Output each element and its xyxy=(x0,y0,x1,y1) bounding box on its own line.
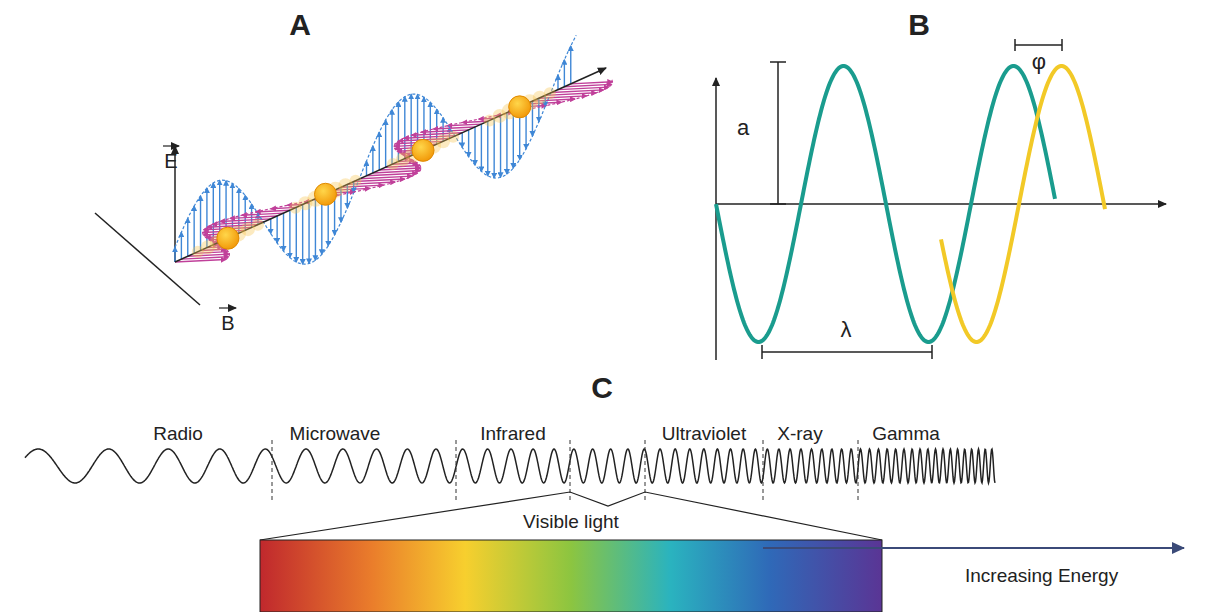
b-field-arrow xyxy=(379,168,421,170)
e-field-arrow xyxy=(474,127,475,165)
b-field-arrow xyxy=(175,259,226,262)
e-field-arrow xyxy=(270,219,271,234)
band-label: Infrared xyxy=(480,424,545,445)
b-field-arrow xyxy=(360,176,412,179)
visible-light-label: Visible light xyxy=(523,512,619,533)
e-field-arrow xyxy=(385,120,386,167)
energy-label: Increasing Energy xyxy=(965,566,1118,587)
e-field-arrow xyxy=(296,207,297,262)
panel-label: B xyxy=(908,8,930,41)
e-field-arrow xyxy=(308,202,309,264)
e-field-arrow xyxy=(366,161,367,176)
e-field-arrow xyxy=(289,210,290,257)
e-envelope xyxy=(175,35,576,264)
bracket xyxy=(762,39,1062,359)
phase-label: φ xyxy=(1032,50,1046,74)
e-field-arrow xyxy=(315,199,316,260)
e-field-arrow xyxy=(187,218,188,256)
photon xyxy=(217,227,239,249)
e-field-arrow xyxy=(372,146,373,173)
axis-label: B xyxy=(221,312,234,334)
panel-label: A xyxy=(289,8,311,41)
zoom-lines xyxy=(260,492,882,540)
e-field-arrow xyxy=(557,75,558,90)
e-field-arrow xyxy=(276,216,277,243)
e-field-arrow xyxy=(468,130,469,157)
e-field-arrow xyxy=(193,206,194,253)
photon-balls xyxy=(192,87,556,257)
e-field-arrow xyxy=(410,94,411,155)
e-field-arrow xyxy=(462,133,463,148)
wave-yellow xyxy=(941,66,1105,342)
b-field-arrow xyxy=(552,90,604,93)
band-label: Microwave xyxy=(290,424,381,445)
panel-label: C xyxy=(591,371,613,404)
e-field-arrow xyxy=(302,205,303,265)
band-label: Gamma xyxy=(872,424,940,445)
band-label: Ultraviolet xyxy=(662,424,746,445)
e-field-arrow xyxy=(379,132,380,170)
e-field-arrow xyxy=(404,97,405,159)
axis-label: E xyxy=(164,150,177,172)
e-field-arrow xyxy=(493,118,494,178)
e-field-arrow xyxy=(391,110,392,165)
e-field-arrow xyxy=(213,183,214,245)
photon-trail xyxy=(350,175,362,187)
e-field-arrow xyxy=(500,115,501,177)
band-dividers xyxy=(272,440,858,500)
e-field-arrow xyxy=(487,121,488,176)
e-field-arrow xyxy=(283,213,284,251)
e-field-arrow xyxy=(506,113,507,174)
band-label: X-ray xyxy=(777,424,822,445)
photon xyxy=(314,183,336,205)
photon xyxy=(412,139,434,161)
b-field-arrow xyxy=(421,130,468,132)
visible-spectrum xyxy=(260,540,882,612)
wave-teal xyxy=(716,66,1055,342)
b-field-arrow xyxy=(181,257,228,259)
photon xyxy=(509,96,531,118)
e-field-arrow xyxy=(181,232,182,259)
photon-trail xyxy=(544,87,556,99)
e-field-arrow xyxy=(570,46,571,84)
e-field-arrow xyxy=(200,196,201,251)
e-field-arrow xyxy=(564,60,565,87)
b-field-arrow xyxy=(564,84,611,86)
amplitude-label: a xyxy=(737,116,749,140)
e-field-arrow xyxy=(206,188,207,248)
e-field-arrow xyxy=(481,124,482,171)
photon-trail xyxy=(252,219,264,231)
energy-line xyxy=(130,547,426,549)
em-wave xyxy=(175,35,612,264)
b-field-arrow xyxy=(558,87,609,90)
wavelength-label: λ xyxy=(841,318,852,342)
b-field-arrow xyxy=(571,82,613,84)
band-label: Radio xyxy=(153,424,203,445)
photon-trail xyxy=(447,131,459,143)
e-field-arrow xyxy=(174,247,175,262)
b-field-arrow xyxy=(366,173,417,176)
energy-arrow xyxy=(763,547,1184,549)
b-envelope xyxy=(203,80,613,260)
b-field-arrow xyxy=(373,171,420,173)
spectrum-wave xyxy=(25,449,995,483)
